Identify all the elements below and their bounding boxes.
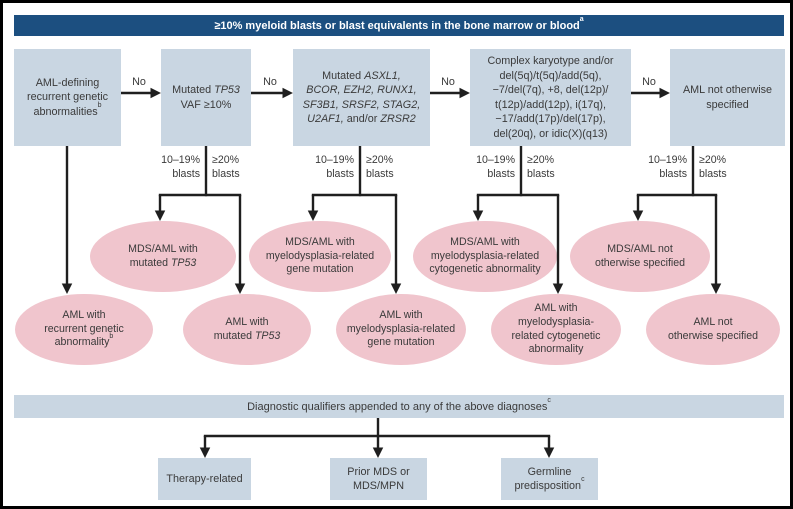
blasts-10-19-label-col4: 10–19%blasts	[476, 154, 515, 180]
qualifiers-banner-label: Diagnostic qualifiers appended to any of…	[247, 396, 551, 413]
blasts-10-19-label-col3: 10–19%blasts	[315, 154, 354, 180]
blasts-10-19-label-col2: 10–19%blasts	[161, 154, 200, 180]
blasts-20-label-col2: ≥20%blasts	[212, 154, 240, 180]
blasts-20-label-col5: ≥20%blasts	[699, 154, 727, 180]
no-label-4: No	[642, 76, 656, 88]
decision-box-mrd-gene-mutations-label: Mutated ASXL1,BCOR, EZH2, RUNX1,SF3B1, S…	[302, 69, 421, 126]
blasts-20-label-col4: ≥20%blasts	[527, 154, 555, 180]
no-label-3: No	[441, 76, 455, 88]
no-label-1: No	[132, 76, 146, 88]
qualifier-box-therapy-related: Therapy-related	[158, 458, 251, 500]
criteria-banner: ≥10% myeloid blasts or blast equivalents…	[14, 15, 784, 36]
blasts-10-19-label-col5: 10–19%blasts	[648, 154, 687, 180]
decision-box-mrd-gene-mutations: Mutated ASXL1,BCOR, EZH2, RUNX1,SF3B1, S…	[293, 49, 430, 146]
qualifiers-banner: Diagnostic qualifiers appended to any of…	[14, 395, 784, 418]
blasts-20-label-col3: ≥20%blasts	[366, 154, 394, 180]
qualifier-box-therapy-related-label: Therapy-related	[166, 472, 243, 485]
no-label-2: No	[263, 76, 277, 88]
criteria-banner-label: ≥10% myeloid blasts or blast equivalents…	[214, 15, 584, 32]
